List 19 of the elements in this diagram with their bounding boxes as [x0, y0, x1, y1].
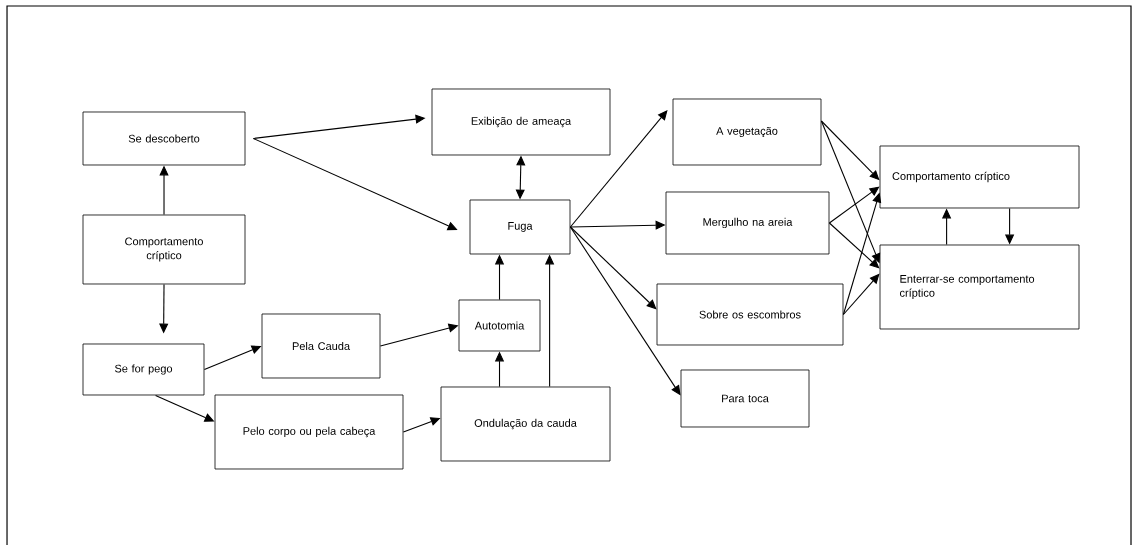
process-box: A vegetação	[672, 98, 822, 166]
arrow	[569, 226, 657, 310]
arrow	[569, 110, 668, 228]
process-box: Para toca	[680, 369, 810, 428]
process-box: Se for pego	[82, 343, 205, 396]
process-box: Se descoberto	[82, 111, 246, 166]
arrow	[828, 222, 880, 269]
arrow	[828, 186, 880, 224]
process-box: Sobre os escombros	[656, 283, 844, 346]
process-box: Enterrar-se comportamento críptico	[879, 244, 1080, 330]
process-box: Mergulho na areia	[665, 191, 830, 255]
process-box: Comportamento críptico	[879, 145, 1080, 209]
process-box: Exibição de ameaça	[431, 88, 611, 156]
process-box: Autotomia	[458, 299, 541, 352]
process-box: Fuga	[469, 199, 571, 255]
process-box: Pela Cauda	[261, 313, 381, 379]
process-box: Ondulação da cauda	[440, 386, 611, 462]
process-box: Pelo corpo ou pela cabeça	[214, 394, 404, 470]
process-box: Comportamento críptico	[82, 214, 246, 285]
